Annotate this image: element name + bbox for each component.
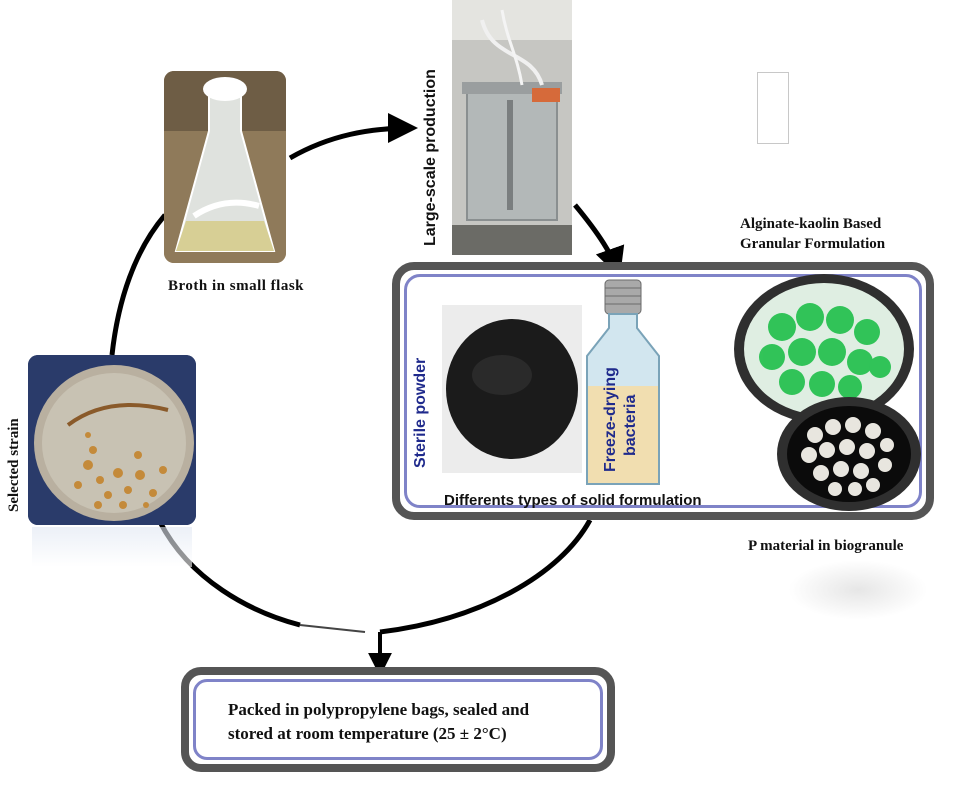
- white-granules-photo: [775, 395, 923, 513]
- solid-formulation-caption: Differents types of solid formulation: [444, 492, 702, 509]
- arrow-flask-to-reactor: [288, 113, 418, 161]
- petri-reflection: [32, 527, 192, 567]
- petri-dish-photo: [28, 355, 196, 525]
- alginate-line1: Alginate-kaolin Based: [740, 216, 882, 232]
- arrow-strain-to-flask: [109, 213, 167, 356]
- freeze-drying-label: Freeze-drying bacteria: [600, 367, 648, 478]
- packed-box: [181, 667, 615, 772]
- arrow-box-to-packed: [379, 518, 593, 635]
- p-material-label: P material in biogranule: [748, 538, 904, 554]
- bioreactor-icon: [452, 0, 572, 255]
- empty-frame: [757, 72, 789, 144]
- sterile-powder-label: Sterile powder: [412, 357, 429, 468]
- bottle-icon: [583, 278, 663, 488]
- packed-line2: stored at room temperature (25 ± 2°C): [228, 724, 507, 743]
- selected-strain-label: Selected strain: [6, 418, 22, 512]
- bioreactor-photo: [452, 0, 572, 255]
- freeze-drying-line2: bacteria: [622, 394, 639, 456]
- flask-icon: [164, 71, 286, 263]
- large-scale-label: Large-scale production: [422, 69, 439, 246]
- packed-inner-border: [193, 679, 603, 760]
- alginate-line2: Granular Formulation: [740, 236, 886, 252]
- petri-dish-icon: [28, 355, 196, 525]
- powder-photo: [442, 305, 582, 473]
- broth-label: Broth in small flask: [168, 278, 304, 294]
- alginate-label: Alginate-kaolin Based Granular Formulati…: [740, 214, 885, 254]
- freeze-drying-line1: Freeze-drying: [602, 367, 619, 472]
- packed-text: Packed in polypropylene bags, sealed and…: [228, 698, 529, 746]
- packed-line1: Packed in polypropylene bags, sealed and: [228, 700, 530, 719]
- powder-icon: [442, 305, 582, 473]
- solid-formulation-inner-border: [404, 274, 922, 508]
- flask-photo: [164, 71, 286, 263]
- green-granules-photo: [732, 272, 917, 427]
- granule-reflection: [788, 560, 928, 620]
